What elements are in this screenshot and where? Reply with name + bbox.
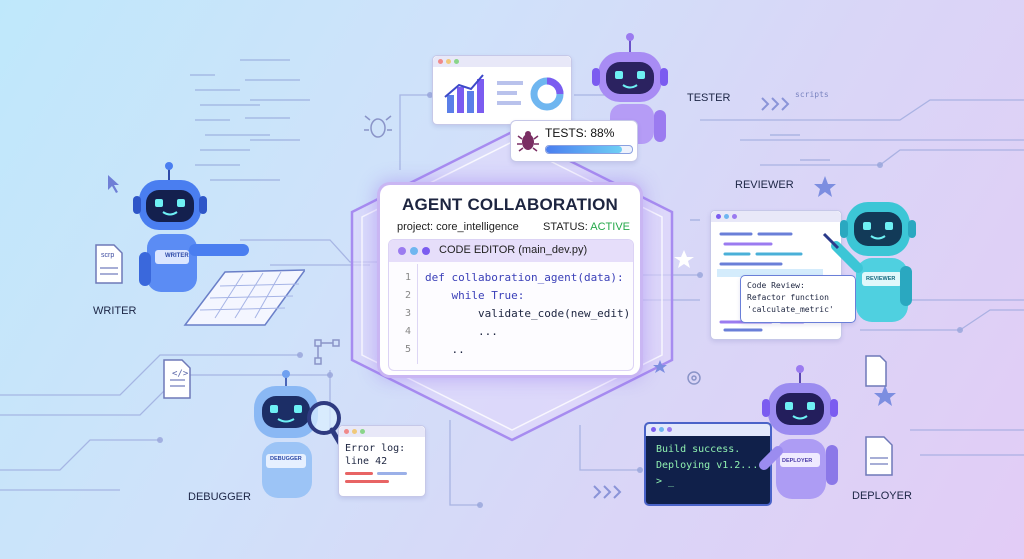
window-dot-icon	[410, 247, 418, 255]
window-dot-icon	[398, 247, 406, 255]
status-value: ACTIVE	[590, 221, 630, 233]
agent-collaboration-panel: AGENT COLLABORATION project: core_intell…	[380, 185, 640, 375]
tests-progress-fill	[546, 146, 622, 153]
deployer-badge: DEPLOYER	[782, 458, 813, 464]
line-number: 1	[404, 272, 411, 283]
reviewer-badge: REVIEWER	[866, 276, 896, 282]
deploy-terminal: Build success. Deploying v1.2... > _	[644, 422, 772, 506]
review-note-line: Code Review:	[747, 281, 805, 290]
panel-title: AGENT COLLABORATION	[402, 195, 618, 214]
code-lines-graphic	[717, 232, 823, 332]
editor-title-bar: CODE EDITOR (main_dev.py)	[389, 240, 633, 262]
project-name: project: core_intelligence	[397, 221, 519, 233]
tests-progress-track	[545, 145, 633, 154]
error-log-title: Error log:	[345, 443, 406, 454]
status-indicator: STATUS: ACTIVE	[543, 221, 630, 233]
review-note-line: Refactor function	[747, 293, 829, 302]
line-number: 2	[404, 290, 411, 301]
line-number: 3	[404, 308, 411, 319]
line-number: 5	[404, 344, 411, 355]
debugger-label: DEBUGGER	[188, 491, 251, 503]
terminal-line: Deploying v1.2...	[656, 460, 759, 471]
scripts-label: scripts	[795, 90, 829, 99]
tests-percentage-text: TESTS: 88%	[545, 126, 615, 140]
writer-doc-label: scrp	[101, 252, 115, 259]
code-line: while True:	[425, 289, 525, 302]
editor-title: CODE EDITOR (main_dev.py)	[439, 244, 588, 256]
deployer-label: DEPLOYER	[852, 490, 912, 502]
status-label: STATUS:	[542, 221, 588, 233]
tester-robot	[592, 33, 668, 144]
debugger-robot	[254, 370, 347, 498]
bug-icon	[517, 131, 539, 152]
analytics-chart-icon	[444, 74, 564, 113]
code-line: ...	[425, 325, 498, 338]
writer-robot	[133, 162, 305, 326]
code-line: validate_code(new_edit)	[425, 307, 631, 320]
code-review-note: Code Review: Refactor function 'calculat…	[740, 275, 856, 323]
terminal-prompt: > _	[656, 476, 675, 487]
tester-label: TESTER	[687, 92, 731, 104]
reviewer-label: REVIEWER	[735, 179, 794, 191]
svg-text:</>: </>	[172, 369, 189, 379]
review-note-line: 'calculate_metric'	[747, 305, 834, 314]
terminal-line: Build success.	[656, 444, 741, 455]
writer-label: WRITER	[93, 305, 137, 317]
writer-badge: WRITER	[165, 253, 189, 259]
error-log-window: Error log: line 42	[338, 425, 426, 497]
reviewer-robot	[822, 202, 916, 322]
deployer-robot	[759, 365, 838, 499]
tester-chart-window	[432, 55, 572, 125]
line-number: 4	[404, 326, 411, 337]
code-line: ..	[425, 343, 465, 356]
tests-status-box: TESTS: 88%	[510, 120, 638, 162]
code-editor[interactable]: CODE EDITOR (main_dev.py) 1 2 3 4 5 def …	[388, 239, 634, 371]
window-dot-icon	[422, 247, 430, 255]
error-log-line: line 42	[345, 456, 388, 467]
code-line: def collaboration_agent(data):	[425, 271, 624, 284]
debugger-badge: DEBUGGER	[270, 456, 302, 462]
